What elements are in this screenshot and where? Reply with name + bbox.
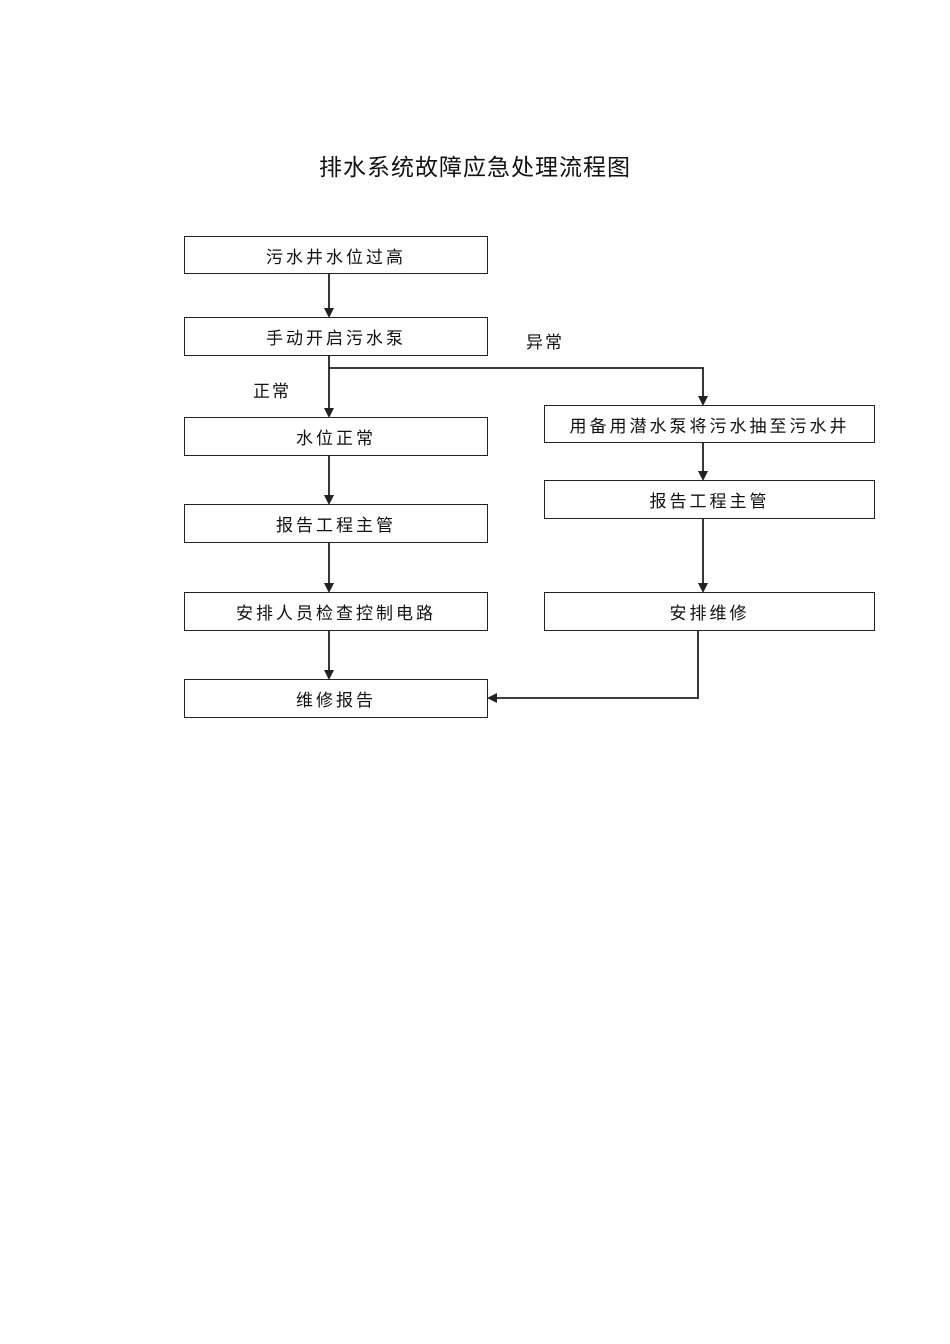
node-arrange-check-circuit: 安排人员检查控制电路 (184, 592, 488, 631)
arrow-manual-to-backup (329, 367, 708, 406)
edge-label-normal: 正常 (253, 382, 291, 402)
page-title: 排水系统故障应急处理流程图 (319, 155, 631, 181)
node-sewage-level-high: 污水井水位过高 (184, 236, 488, 274)
node-report-manager-right: 报告工程主管 (544, 480, 875, 519)
node-arrange-repair: 安排维修 (544, 592, 875, 631)
arrow-arrange-repair-to-repair-report (487, 631, 699, 703)
node-manual-start-pump: 手动开启污水泵 (184, 317, 488, 356)
node-backup-pump: 用备用潜水泵将污水抽至污水井 (544, 405, 875, 443)
edge-label-abnormal: 异常 (526, 333, 564, 353)
node-repair-report: 维修报告 (184, 679, 488, 718)
node-water-level-normal: 水位正常 (184, 417, 488, 456)
node-report-manager-left: 报告工程主管 (184, 504, 488, 543)
